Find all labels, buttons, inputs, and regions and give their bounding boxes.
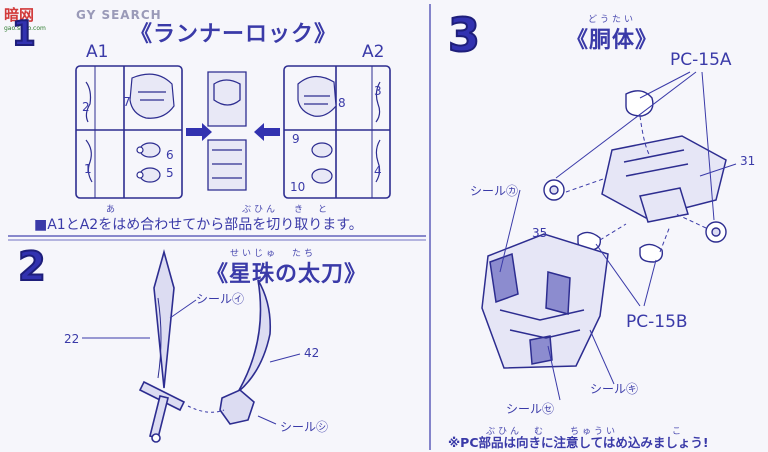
step-1-title: 《ランナーロック》: [130, 22, 338, 47]
section-dividers: [8, 4, 431, 450]
watermark-sub: gao.shao.com: [4, 25, 46, 32]
note-ruby-mu: む: [534, 427, 547, 437]
part-number: 9: [292, 132, 300, 146]
step-1-instruction: ■A1とA2をはめ合わせてから部品を切り取ります。: [34, 217, 363, 233]
ruby-ki: き: [294, 205, 307, 215]
seal-label-i: シール㋑: [196, 292, 245, 306]
runner-assembly-middle: [207, 71, 247, 191]
runner-a1-label: A1: [86, 42, 109, 62]
step2-leaders: [82, 299, 301, 425]
runner-a2-frame: [283, 65, 391, 199]
ruby-to: と: [318, 205, 331, 215]
ruby-buhin: ぶひん: [242, 205, 279, 215]
part-number: 5: [166, 166, 174, 180]
note-ruby-chuui: ちゅうい: [570, 427, 619, 437]
seal-label-ka: シール㋕: [470, 184, 519, 198]
part-number: 3: [374, 84, 382, 98]
runner-a1-parts: [85, 73, 175, 183]
runner-a2-parts: [297, 75, 381, 184]
part-number: 7: [123, 95, 131, 109]
ruby-doutai: どうたい: [588, 15, 637, 25]
ruby-ai: あ: [106, 205, 119, 215]
ruby-tachi: たち: [292, 249, 317, 259]
note-ruby-buhin: ぶひん: [486, 427, 523, 437]
step-3-title: 《胴体》: [566, 28, 659, 53]
part-number: 10: [290, 180, 306, 194]
step-1-number: 1: [11, 13, 37, 55]
part-number: 6: [166, 148, 174, 162]
watermark: 暗网 gao.shao.com: [4, 4, 46, 32]
runner-a1-frame: [75, 65, 183, 199]
part-number-31: 31: [740, 154, 756, 168]
runner-a2-label: A2: [362, 42, 385, 62]
seal-label-se: シール㋝: [506, 402, 555, 416]
scabbard-illustration: [219, 279, 272, 425]
seal-label-ki: シール㋖: [590, 382, 639, 396]
step3-leaders: [499, 71, 737, 401]
note-ruby-ko: こ: [672, 427, 685, 437]
sword-illustration: [138, 249, 186, 443]
part-number: 4: [374, 164, 382, 178]
step-3-number: 3: [447, 7, 481, 63]
runner-arrows: [186, 123, 280, 141]
step-2-title: 《星珠の太刀》: [206, 262, 368, 287]
pc15b-label: PC-15B: [626, 312, 688, 332]
torso-lower: [481, 233, 609, 369]
watermark-logo: 暗网: [4, 6, 35, 24]
step-3-note: ※PC部品は向きに注意してはめ込みましょう!: [448, 435, 709, 450]
torso-upper: [601, 135, 727, 223]
watermark-search: GY SEARCH: [76, 8, 162, 22]
ruby-seiju: せいじゅ: [230, 249, 279, 259]
seal-label-shi: シール㋛: [280, 420, 329, 434]
part-number: 2: [82, 100, 90, 114]
pc15a-label: PC-15A: [670, 50, 732, 70]
part-number: 1: [84, 162, 92, 176]
part-number: 8: [338, 96, 346, 110]
part-number-35: 35: [532, 226, 548, 240]
part-number-42: 42: [304, 346, 320, 360]
step-2-number: 2: [17, 243, 47, 291]
part-number-22: 22: [64, 332, 80, 346]
